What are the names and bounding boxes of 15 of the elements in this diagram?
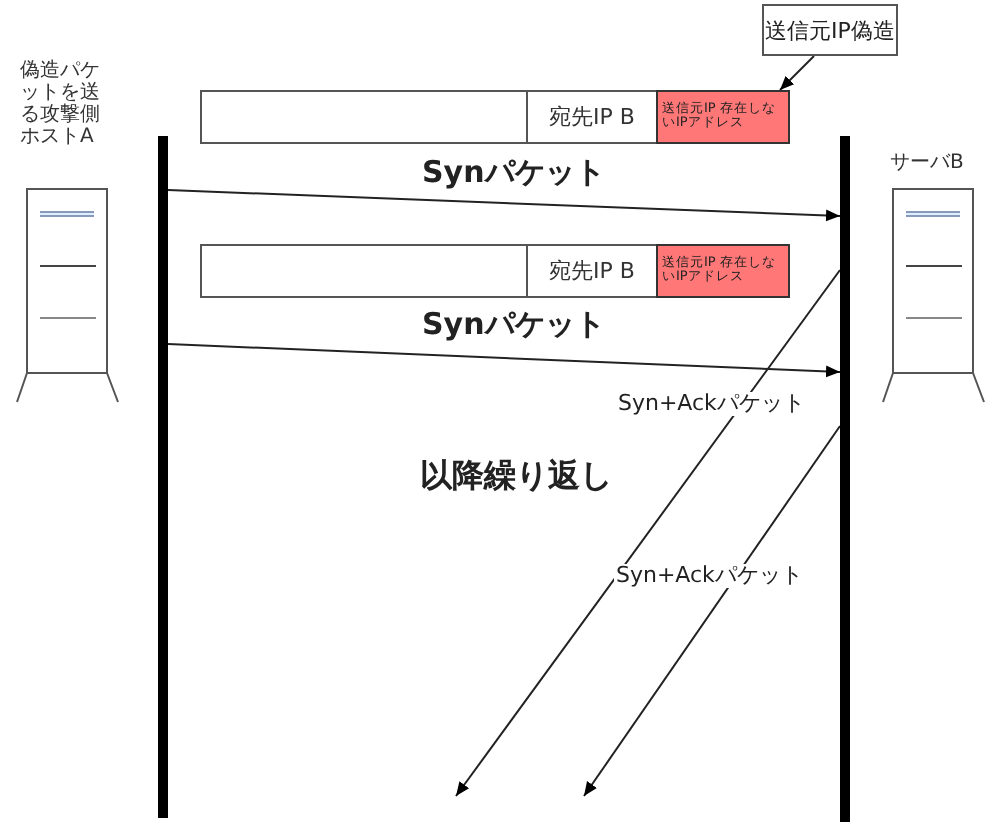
host-label: サーバB <box>890 152 978 180</box>
callout-box: 送信元IP偽造 <box>762 4 898 56</box>
arrow <box>583 425 841 797</box>
lifeline <box>840 136 850 822</box>
packet-cell: 宛先IP B <box>526 90 658 144</box>
packet-cell: 宛先IP B <box>526 244 658 298</box>
arrow <box>167 343 841 378</box>
host-label: 偽造パケットを送る攻撃側ホストA <box>20 60 112 176</box>
arrow <box>167 189 841 222</box>
arrow <box>455 269 841 797</box>
packet-cell <box>200 90 528 144</box>
leader-line <box>779 55 815 91</box>
lifeline <box>158 136 168 818</box>
packet-cell <box>200 244 528 298</box>
note-text: 以降繰り返し <box>420 458 612 494</box>
